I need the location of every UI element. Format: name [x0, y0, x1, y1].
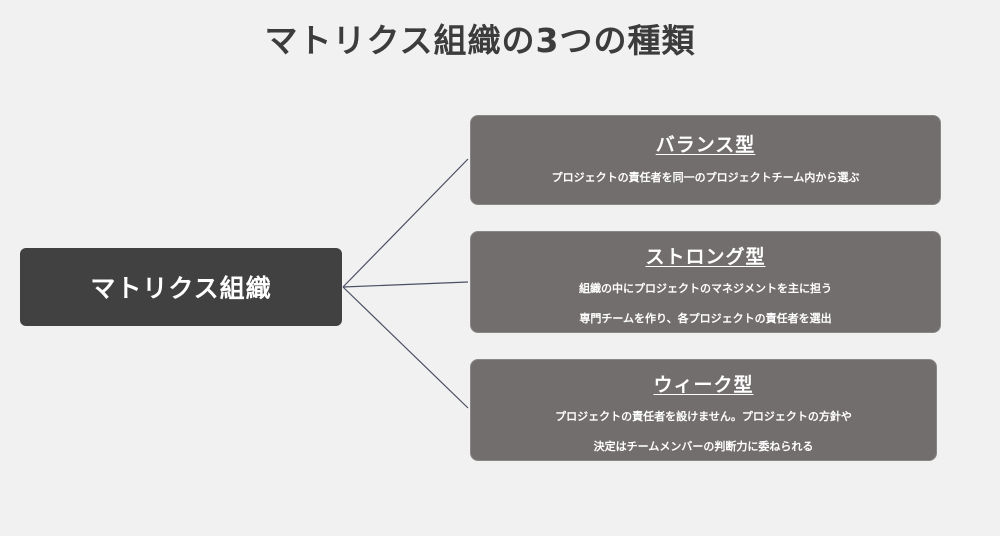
diagram-title: マトリクス組織の3つの種類: [264, 21, 696, 60]
type-description-line: 組織の中にプロジェクトのマネジメントを主に担う: [579, 282, 832, 295]
type-heading-strong: ストロング型: [645, 246, 766, 268]
type-description-line: 専門チームを作り、各プロジェクトの責任者を選出: [579, 312, 832, 325]
type-description-line: プロジェクトの責任者を同一のプロジェクトチーム内から選ぶ: [551, 171, 860, 184]
type-node-strong: ストロング型 組織の中にプロジェクトのマネジメントを主に担う 専門チームを作り、…: [470, 231, 941, 333]
type-node-balance: バランス型 プロジェクトの責任者を同一のプロジェクトチーム内から選ぶ: [470, 115, 941, 205]
type-heading-weak: ウィーク型: [653, 374, 754, 396]
connector-line-balance: [342, 158, 469, 288]
root-node-label: マトリクス組織: [90, 274, 272, 303]
root-node-matrix-organization: マトリクス組織: [20, 248, 342, 326]
type-description-line: 決定はチームメンバーの判断力に委ねられる: [593, 440, 814, 453]
type-description-line: プロジェクトの責任者を設けません。プロジェクトの方針や: [555, 410, 852, 423]
connector-line-strong: [342, 281, 469, 288]
connector-line-weak: [342, 286, 469, 409]
type-node-weak: ウィーク型 プロジェクトの責任者を設けません。プロジェクトの方針や 決定はチーム…: [470, 359, 937, 461]
type-heading-balance: バランス型: [655, 134, 756, 156]
